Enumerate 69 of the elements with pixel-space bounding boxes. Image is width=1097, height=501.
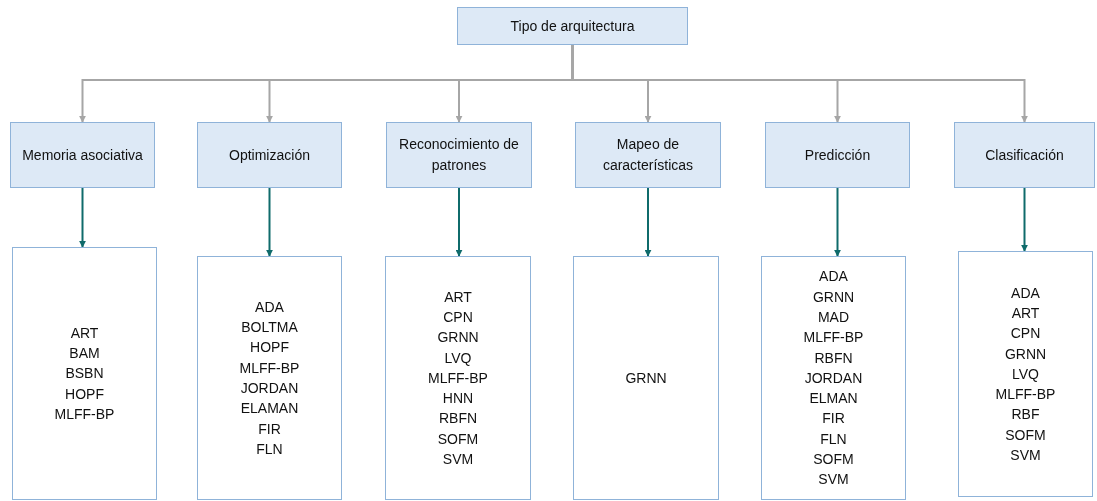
model-name: MAD <box>817 307 850 327</box>
model-list-box <box>573 256 719 500</box>
model-name: MLFF-BP <box>428 368 488 388</box>
model-name: SOFM <box>437 429 479 449</box>
model-name: MLFF-BP <box>239 358 300 378</box>
arrow <box>79 187 86 248</box>
model-name: RBFN <box>814 348 853 368</box>
model-name: GRNN <box>1004 344 1047 364</box>
model-name: ART <box>444 287 472 307</box>
category-box <box>10 122 155 188</box>
model-name: FIR <box>822 409 845 429</box>
model-name: SVM <box>442 450 474 470</box>
arrow <box>1021 187 1028 252</box>
category-box <box>386 122 532 188</box>
model-list-box <box>12 247 157 500</box>
model-name: CPN <box>1010 324 1041 344</box>
model-name: BAM <box>69 344 100 364</box>
model-name: SVM <box>1010 446 1041 466</box>
model-name: ELMAN <box>809 389 858 409</box>
model-name: GRNN <box>812 287 855 307</box>
arrow <box>455 187 463 257</box>
box-label: Optimización <box>229 145 310 165</box>
box-label: Memoria asociativa <box>22 145 143 165</box>
model-name: JORDAN <box>804 368 863 388</box>
model-list-box <box>761 256 906 500</box>
model-name: RBFN <box>438 409 478 429</box>
model-name: BSBN <box>65 364 104 384</box>
model-name: MLFF-BP <box>803 328 864 348</box>
model-name: ADA <box>819 267 848 287</box>
category-box <box>197 122 342 188</box>
model-name: HOPF <box>65 384 104 404</box>
model-name: SVM <box>818 470 849 490</box>
arrow <box>644 187 652 257</box>
model-name: SOFM <box>1005 425 1046 445</box>
model-name: MLFF-BP <box>54 404 115 424</box>
model-name: SOFM <box>813 450 854 470</box>
model-name: LVQ <box>1012 364 1039 384</box>
model-name: GRNN <box>625 368 667 388</box>
category-box <box>765 122 910 188</box>
model-name: HNN <box>442 389 474 409</box>
model-name: JORDAN <box>240 379 299 398</box>
model-name: HOPF <box>250 338 289 358</box>
model-name: BOLTMA <box>241 318 298 338</box>
box-label: Reconocimiento de patrones <box>398 135 520 175</box>
category-box <box>575 122 721 188</box>
model-name: FIR <box>258 419 281 439</box>
model-name: ADA <box>255 297 284 317</box>
box-label: Mapeo de características <box>601 135 695 175</box>
model-list-box <box>385 256 531 500</box>
model-name: GRNN <box>437 328 479 348</box>
model-list-box <box>958 251 1093 497</box>
root-box <box>457 7 688 45</box>
box-label: Tipo de arquitectura <box>510 16 635 36</box>
model-name: MLFF-BP <box>995 385 1056 405</box>
model-name: LVQ <box>444 348 472 368</box>
model-name: FLN <box>820 429 847 449</box>
box-label: Clasificación <box>985 145 1064 165</box>
box-label: Predicción <box>804 145 871 165</box>
model-name: ELAMAN <box>240 399 299 419</box>
model-name: FLN <box>256 439 283 459</box>
arrow <box>834 187 841 257</box>
category-box <box>954 122 1095 188</box>
model-name: RBF <box>1011 405 1040 425</box>
model-name: ART <box>1011 303 1040 323</box>
model-name: CPN <box>443 307 473 327</box>
arrow <box>266 187 273 257</box>
model-list-box <box>197 256 342 500</box>
model-name: ART <box>70 323 99 343</box>
model-name: ADA <box>1011 283 1040 303</box>
